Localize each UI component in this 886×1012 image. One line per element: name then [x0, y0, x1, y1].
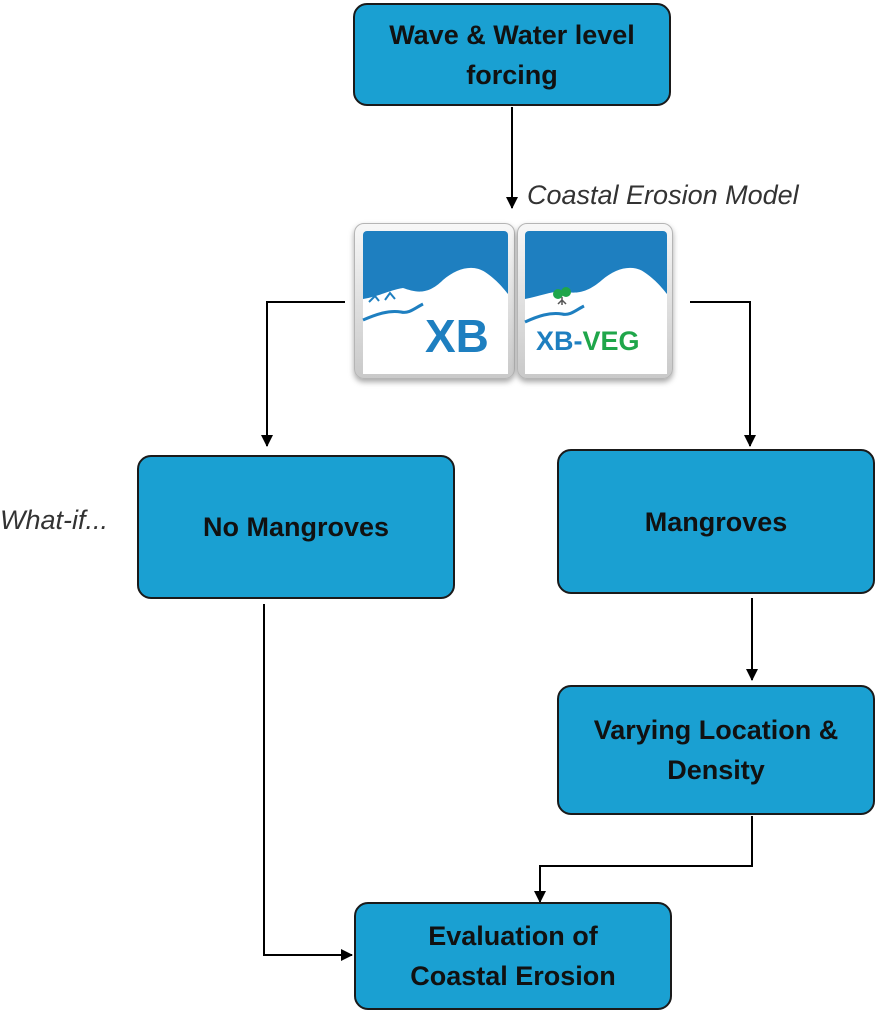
xbeach-veg-logo-graphic: XB-VEG: [524, 231, 667, 374]
arrow-varying-to-evaluation: [534, 816, 753, 903]
xbeach-logo-text: XB: [425, 310, 489, 362]
node-evaluation-line1: Evaluation of: [428, 921, 598, 951]
node-evaluation-coastal-erosion: Evaluation of Coastal Erosion: [354, 902, 672, 1010]
xbeach-logo-graphic: XB: [362, 231, 508, 374]
node-evaluation-line2: Coastal Erosion: [410, 961, 616, 991]
node-varying-line2: Density: [667, 755, 765, 785]
arrow-model-to-mangroves: [690, 301, 756, 447]
node-varying-line1: Varying Location &: [593, 715, 839, 745]
node-no-mangroves-label: No Mangroves: [202, 512, 390, 542]
arrow-model-to-no-mangroves: [261, 301, 345, 447]
mangrove-canopy-icon: [553, 289, 563, 299]
xbeach-veg-logo: XB-VEG: [517, 223, 673, 379]
xbeach-logo: XB: [354, 223, 515, 379]
label-coastal-erosion-model: Coastal Erosion Model: [527, 180, 799, 210]
arrow-no-mangroves-to-evaluation: [263, 604, 353, 961]
node-wave-water-forcing: Wave & Water level forcing: [353, 3, 671, 106]
node-varying-location-density: Varying Location & Density: [557, 685, 875, 815]
node-mangroves-label: Mangroves: [644, 506, 788, 537]
node-wave-water-forcing-line1: Wave & Water level: [389, 19, 635, 50]
xbeach-veg-logo-text-xb: XB-: [536, 326, 583, 356]
node-wave-water-forcing-line2: forcing: [466, 59, 558, 90]
node-no-mangroves: No Mangroves: [137, 455, 455, 599]
label-what-if: What-if...: [0, 505, 109, 535]
xbeach-veg-logo-text-veg: VEG: [583, 326, 640, 356]
xbeach-veg-logo-text: XB-VEG: [536, 326, 640, 356]
node-mangroves: Mangroves: [557, 449, 875, 594]
